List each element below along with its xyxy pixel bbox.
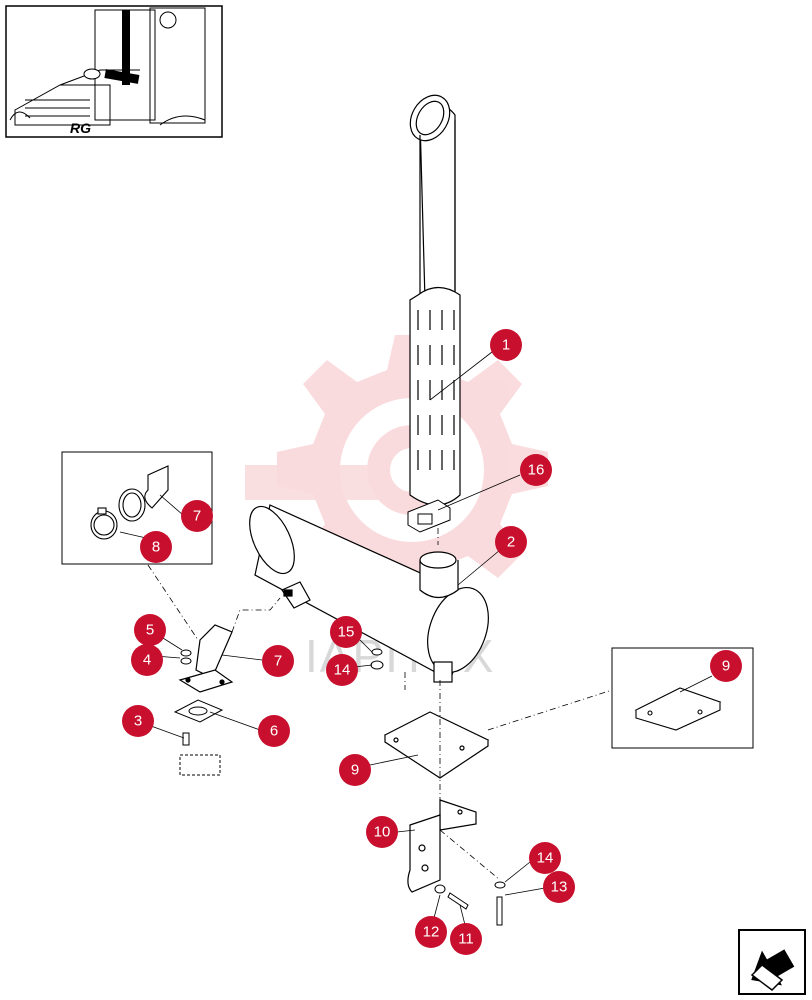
- muffler: [249, 504, 489, 683]
- mounting-bracket: [407, 799, 477, 893]
- callout-14-upper: 14: [326, 654, 358, 686]
- svg-text:10: 10: [374, 824, 391, 841]
- callout-13: 13: [543, 871, 575, 903]
- svg-text:13: 13: [551, 879, 568, 896]
- bolts-and-washers: [434, 881, 506, 926]
- svg-text:6: 6: [270, 723, 278, 740]
- callout-14-lower: 14: [529, 842, 561, 874]
- svg-text:7: 7: [274, 653, 282, 670]
- pipe-clamp: [407, 499, 451, 533]
- svg-text:7: 7: [193, 508, 201, 525]
- callout-7-detail: 7: [181, 500, 213, 532]
- callout-5: 5: [134, 614, 166, 646]
- callout-8: 8: [140, 531, 172, 563]
- svg-text:12: 12: [423, 924, 440, 941]
- callout-4: 4: [131, 644, 163, 676]
- svg-text:1: 1: [502, 337, 510, 354]
- exhaust-pipe: [409, 94, 461, 506]
- gasket: [173, 699, 224, 723]
- svg-text:3: 3: [134, 713, 142, 730]
- stud: [179, 732, 221, 776]
- svg-text:11: 11: [458, 931, 474, 948]
- callout-1: 1: [490, 329, 522, 361]
- callout-10: 10: [366, 816, 398, 848]
- inlet-elbow: [178, 624, 234, 693]
- svg-text:14: 14: [334, 662, 351, 679]
- svg-text:9: 9: [722, 658, 730, 675]
- heat-shield: [383, 711, 490, 779]
- callout-11: 11: [450, 923, 482, 955]
- connection-lines: [147, 528, 613, 881]
- thumbnail-frame: RG: [5, 5, 223, 138]
- callout-7: 7: [262, 645, 294, 677]
- thumbnail-badge: RG: [70, 120, 91, 136]
- callout-9-detail: 9: [710, 650, 742, 682]
- callout-16: 16: [520, 454, 552, 486]
- detail-box-elbow: [61, 451, 213, 565]
- svg-text:15: 15: [338, 624, 355, 641]
- svg-text:4: 4: [143, 652, 151, 669]
- svg-text:16: 16: [528, 462, 545, 479]
- svg-text:5: 5: [146, 622, 154, 639]
- svg-text:14: 14: [537, 850, 554, 867]
- callout-2: 2: [495, 526, 527, 558]
- svg-text:9: 9: [351, 762, 359, 779]
- callout-3: 3: [122, 705, 154, 737]
- svg-text:8: 8: [152, 539, 160, 556]
- next-arrow-icon[interactable]: [738, 929, 806, 997]
- svg-text:2: 2: [507, 534, 515, 551]
- callout-12: 12: [415, 916, 447, 948]
- callout-15: 15: [330, 616, 362, 648]
- callout-9: 9: [339, 754, 371, 786]
- nut-and-washer: [180, 649, 192, 665]
- callout-6: 6: [258, 715, 290, 747]
